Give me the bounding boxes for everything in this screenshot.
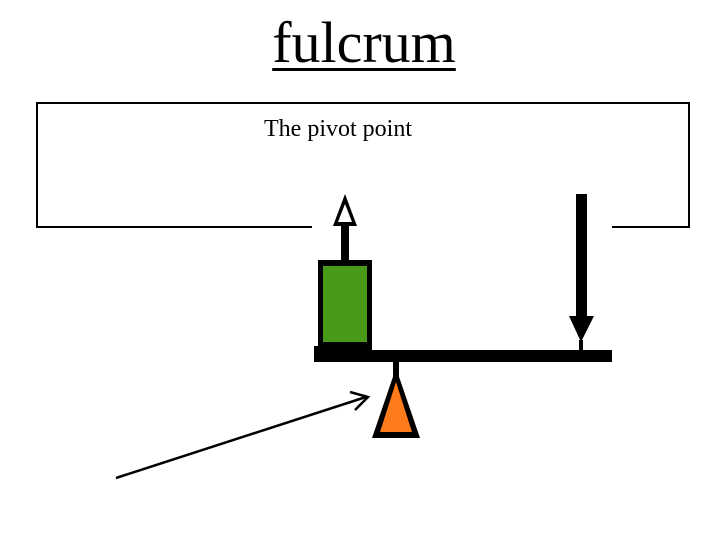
pointer-arrow-line xyxy=(115,395,367,480)
load-base xyxy=(314,346,372,362)
upward-arrow-head-inner xyxy=(338,204,352,222)
pointer-arrow-head xyxy=(349,390,371,411)
fulcrum-triangle xyxy=(380,382,412,432)
effort-arrow-shaft xyxy=(576,194,587,318)
slide-title: fulcrum xyxy=(272,10,456,75)
upward-arrow-shaft xyxy=(341,226,349,262)
box-border-gap xyxy=(312,220,612,236)
effort-arrow-tip xyxy=(579,340,583,352)
load-block xyxy=(323,266,367,342)
effort-arrow-head xyxy=(569,316,594,342)
definition-text: The pivot point xyxy=(264,116,412,142)
lever-beam xyxy=(314,350,612,362)
